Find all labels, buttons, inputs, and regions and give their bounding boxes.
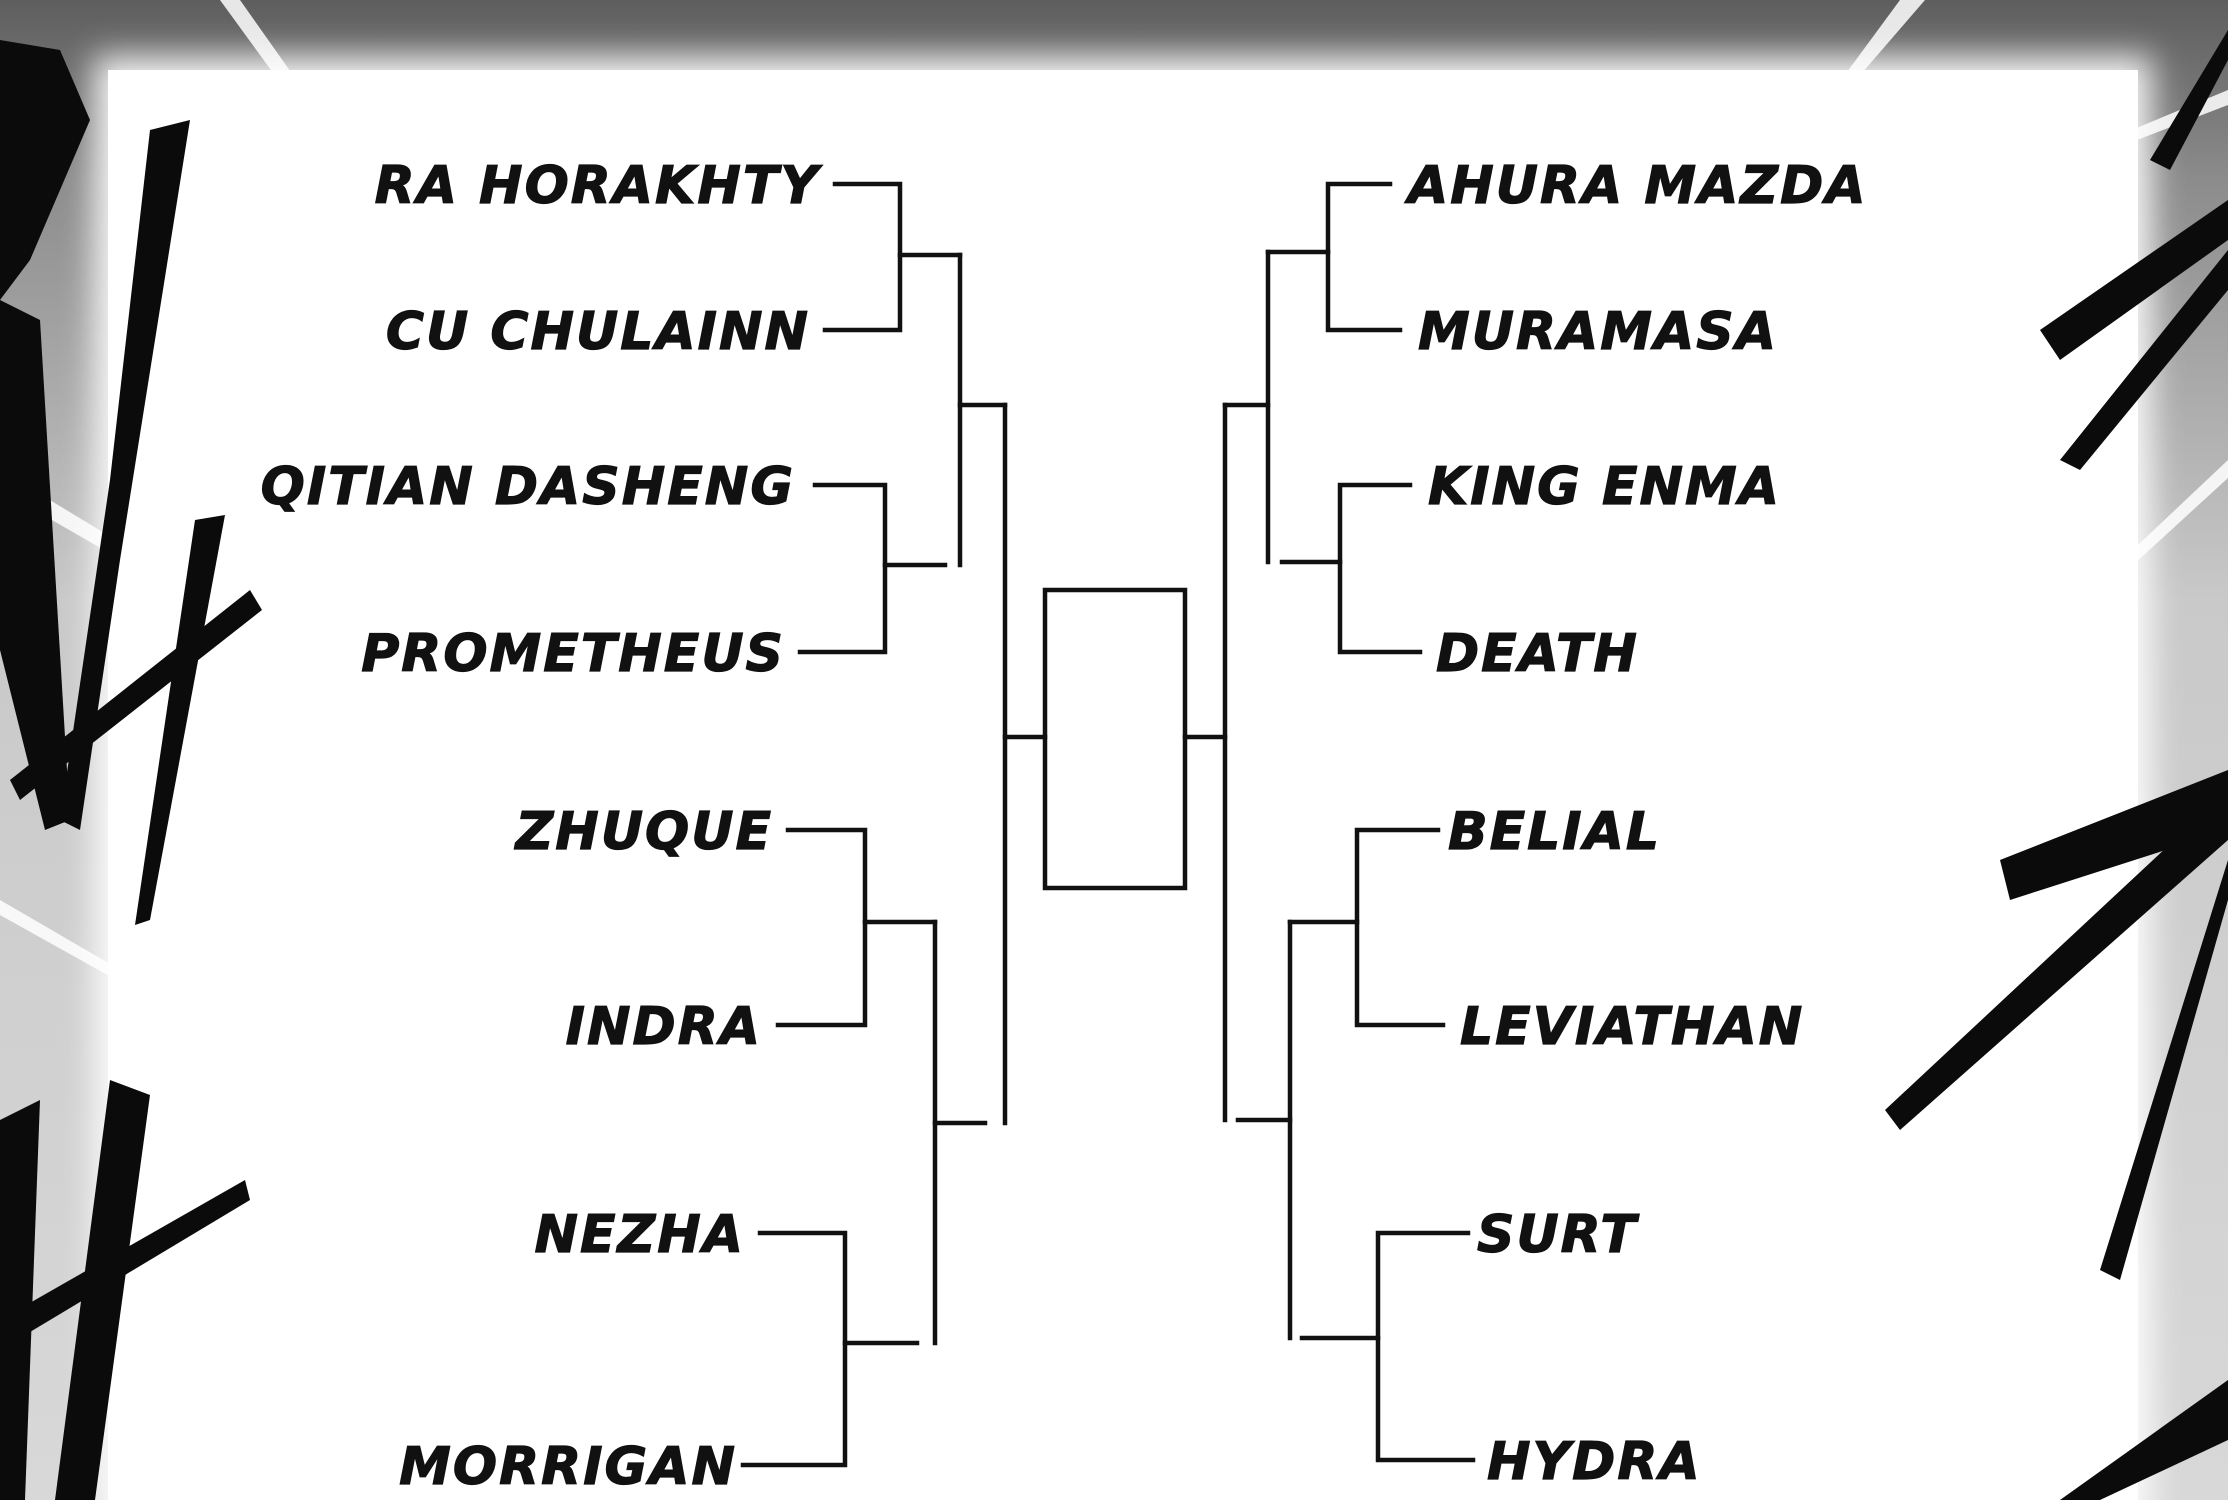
left-entrant-1: RA HORAKHTY xyxy=(375,156,824,216)
left-r1-match-1 xyxy=(822,181,903,333)
right-entrant-4: DEATH xyxy=(1436,624,1639,684)
right-r1-match-3 xyxy=(1354,827,1446,1028)
right-r1-match-4 xyxy=(1375,1230,1476,1463)
left-names: RA HORAKHTY CU CHULAINN QITIAN DASHENG P… xyxy=(260,155,824,1497)
right-bracket xyxy=(1182,181,1476,1463)
paper-panel xyxy=(108,70,2138,1500)
right-r1-match-2 xyxy=(1337,482,1423,655)
left-r1-match-2 xyxy=(797,482,888,655)
right-names: AHURA MAZDA MURAMASA KING ENMA DEATH BEL… xyxy=(1403,155,1867,1492)
right-r1-match-1 xyxy=(1325,181,1403,333)
left-entrant-6: INDRA xyxy=(566,997,762,1057)
right-entrant-8: HYDRA xyxy=(1487,1432,1702,1492)
right-entrant-5: BELIAL xyxy=(1448,802,1661,862)
right-entrant-3: KING ENMA xyxy=(1428,457,1781,517)
left-entrant-5: ZHUQUE xyxy=(514,802,773,862)
left-entrant-2: CU CHULAINN xyxy=(386,302,810,362)
left-entrant-4: PROMETHEUS xyxy=(361,624,785,684)
left-r1-match-4 xyxy=(740,1230,848,1468)
right-entrant-7: SURT xyxy=(1477,1205,1639,1265)
left-entrant-8: MORRIGAN xyxy=(399,1437,737,1497)
ink-streaks xyxy=(0,30,2228,1500)
left-r1-match-3 xyxy=(775,827,868,1028)
left-entrant-3: QITIAN DASHENG xyxy=(261,457,795,517)
left-bracket xyxy=(740,181,1048,1468)
champion-box xyxy=(1042,587,1188,891)
right-entrant-6: LEVIATHAN xyxy=(1460,997,1804,1057)
left-entrant-7: NEZHA xyxy=(534,1205,745,1265)
right-entrant-2: MURAMASA xyxy=(1418,302,1778,362)
right-entrant-1: AHURA MAZDA xyxy=(1404,156,1867,216)
